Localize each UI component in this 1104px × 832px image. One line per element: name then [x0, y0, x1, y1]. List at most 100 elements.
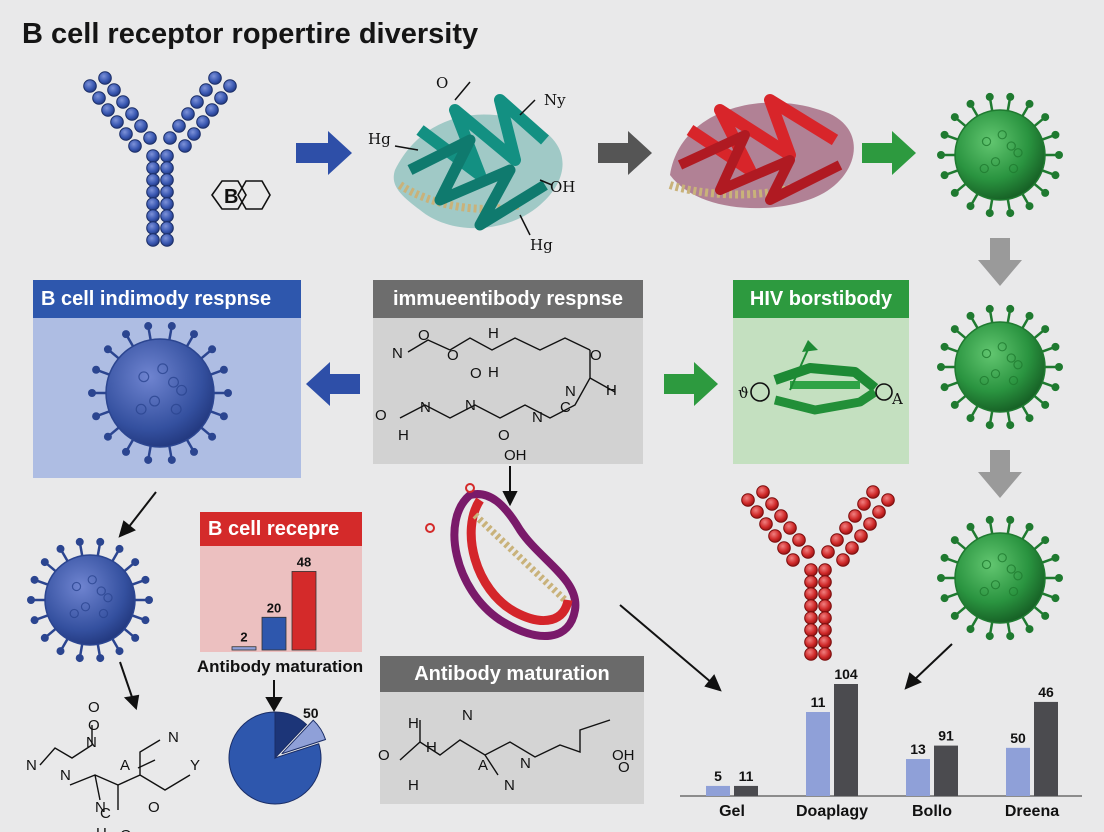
atom-label: N	[420, 399, 431, 416]
bar-value-label: 20	[267, 600, 281, 615]
virus-icon	[88, 322, 232, 464]
atom-label: C	[560, 399, 571, 416]
category-label: Bollo	[912, 803, 952, 820]
virus-icon	[27, 537, 153, 663]
virus-icon	[937, 304, 1063, 430]
bar	[261, 616, 287, 651]
atom-label: O	[120, 827, 132, 832]
teal-label-right: OH	[550, 178, 575, 196]
b-hexagon-icon: B	[211, 180, 271, 210]
bar	[706, 785, 730, 796]
bar-value-label: 91	[938, 728, 954, 744]
hiv-right-label: A	[891, 390, 903, 408]
atom-label: N	[392, 345, 403, 362]
red-dna-loop-icon	[425, 483, 580, 640]
atom-label: O	[378, 747, 390, 764]
teal-label-bottom: Hg	[530, 236, 553, 254]
virus-icon	[937, 92, 1063, 218]
arrow-icon	[664, 362, 718, 406]
teal-protein-ribbon-icon: O Ny Hg OH Hg	[368, 74, 575, 254]
atom-label: A	[120, 757, 130, 774]
atom-label: N	[465, 397, 476, 414]
hiv-header: HIV borstibody	[749, 287, 893, 310]
antibody-blue-icon	[83, 71, 237, 247]
atom-label: O	[418, 327, 430, 344]
bar	[906, 759, 930, 796]
atom-label: N	[462, 707, 473, 724]
bar-value-label: 11	[811, 694, 826, 710]
atom-label: N	[86, 734, 97, 751]
maturation-pie-chart: 50	[228, 705, 327, 805]
atom-label: A	[478, 757, 488, 774]
arrow-icon	[118, 466, 953, 712]
atom-label: H	[488, 364, 499, 381]
atom-label: H	[96, 825, 107, 832]
atom-label: N	[520, 755, 531, 772]
antibody-maturation-header: Antibody maturation	[414, 662, 610, 685]
bar	[1034, 701, 1058, 796]
atom-label: O	[447, 347, 459, 364]
category-label: Dreena	[1005, 803, 1059, 820]
bar	[1006, 747, 1030, 796]
arrow-icon	[598, 131, 652, 175]
arrow-icon	[306, 362, 360, 406]
atom-label: H	[408, 715, 419, 732]
atom-label: Y	[190, 757, 200, 774]
bar	[291, 571, 317, 651]
bar-value-label: 104	[834, 666, 858, 682]
pie-label: 50	[303, 705, 319, 721]
arrow-icon	[296, 131, 352, 175]
atom-label: N	[168, 729, 179, 746]
bar-value-label: 50	[1010, 730, 1026, 746]
red-protein-ribbon-icon	[668, 94, 854, 209]
atom-label: O	[470, 365, 482, 382]
atom-label: N	[532, 409, 543, 426]
arrow-icon	[978, 450, 1022, 498]
arrow-icon	[978, 238, 1022, 286]
bar	[934, 745, 958, 796]
atom-label: O	[590, 347, 602, 364]
atom-label: H	[606, 382, 617, 399]
atom-label: N	[60, 767, 71, 784]
bar	[834, 684, 858, 796]
atom-label: O	[375, 407, 387, 424]
category-label: Doaplagy	[796, 803, 868, 820]
small-molecule	[39, 725, 191, 810]
atom-label: N	[26, 757, 37, 774]
atom-label: O	[88, 699, 100, 716]
bar-value-label: 46	[1038, 684, 1054, 700]
atom-label: H	[408, 777, 419, 794]
bar-value-label: 5	[714, 768, 722, 784]
b-cell-response-header: B cell indimody respnse	[41, 287, 272, 310]
receptor-caption: Antibody maturation	[196, 657, 364, 676]
bar-value-label: 48	[297, 554, 311, 569]
b-label: B	[224, 186, 238, 208]
maturation-molecule	[399, 719, 611, 776]
atom-label: H	[488, 325, 499, 342]
pie-slice	[274, 711, 308, 760]
bar	[231, 646, 257, 651]
b-cell-receptor-header: B cell recepre	[208, 517, 340, 540]
category-label: Gel	[719, 803, 745, 820]
teal-label-left: Hg	[368, 130, 391, 148]
bar-value-label: 13	[910, 741, 926, 757]
pie-slice	[281, 719, 327, 755]
teal-label-top-right: Ny	[544, 91, 566, 109]
receptor-bar-chart: 2 20 48	[231, 554, 317, 651]
atom-label: H	[398, 427, 409, 444]
bar-value-label: 2	[240, 630, 247, 645]
atom-label: N	[504, 777, 515, 794]
atom-label: OH	[504, 447, 527, 464]
atom-label: H	[426, 739, 437, 756]
hiv-protein-icon: ϑ A	[738, 340, 903, 415]
bar	[806, 712, 830, 796]
small-molecule-atoms: ONNOANNCYNOHO	[26, 699, 200, 832]
bar-value-label: 11	[739, 768, 754, 784]
immune-response-header: immueentibody respnse	[392, 287, 624, 310]
atom-label: N	[95, 799, 106, 816]
teal-label-top-left: O	[436, 74, 448, 92]
